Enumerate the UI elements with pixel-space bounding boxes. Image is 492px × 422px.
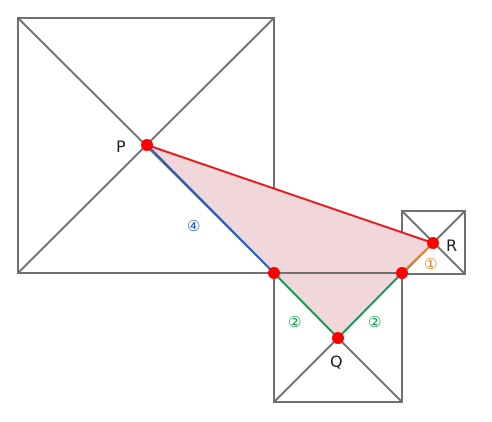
edge-p-r <box>146 144 434 244</box>
point-p-label: P <box>116 137 126 156</box>
point-r-dot <box>427 237 439 249</box>
shaded-region <box>147 145 433 338</box>
edge-b-q <box>273 272 339 339</box>
point-q-dot <box>332 332 344 344</box>
edge-p-b <box>146 144 275 274</box>
edge-q-c <box>337 272 403 339</box>
segment-label-pb: ④ <box>187 217 200 235</box>
point-q-label: Q <box>330 352 343 371</box>
segment-label-cr: ① <box>424 255 437 273</box>
point-r-label: R <box>446 236 457 255</box>
edge-c-r <box>401 242 434 274</box>
point-p-dot <box>141 139 153 151</box>
point-c-dot <box>396 267 408 279</box>
point-b-dot <box>268 267 280 279</box>
segment-label-qc: ② <box>368 313 381 331</box>
segment-label-bq: ② <box>288 313 301 331</box>
